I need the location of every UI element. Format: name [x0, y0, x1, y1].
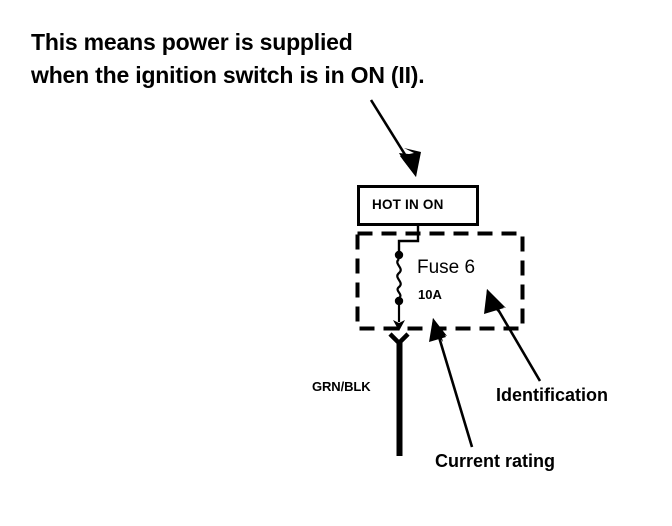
fuse-block-dashed-box [355, 231, 525, 331]
current-rating-callout-arrow [429, 318, 474, 448]
caption-line-1: This means power is supplied [31, 29, 353, 55]
fuse-circuit-symbol [393, 225, 420, 331]
caption-pointer-arrow [369, 99, 421, 177]
hot-in-on-label: HOT IN ON [372, 197, 444, 212]
hot-in-on-box [357, 185, 479, 226]
identification-callout-label: Identification [496, 385, 608, 405]
identification-callout-arrow [484, 289, 542, 382]
caption-line-2: when the ignition switch is in ON (II). [31, 62, 425, 88]
wire-connector-symbol [388, 332, 410, 347]
wire-color-code-label: GRN/BLK [312, 379, 371, 394]
fuse-name-label: Fuse 6 [417, 257, 476, 278]
fuse-current-rating-label: 10A [418, 287, 442, 302]
current-rating-callout-label: Current rating [435, 451, 556, 471]
